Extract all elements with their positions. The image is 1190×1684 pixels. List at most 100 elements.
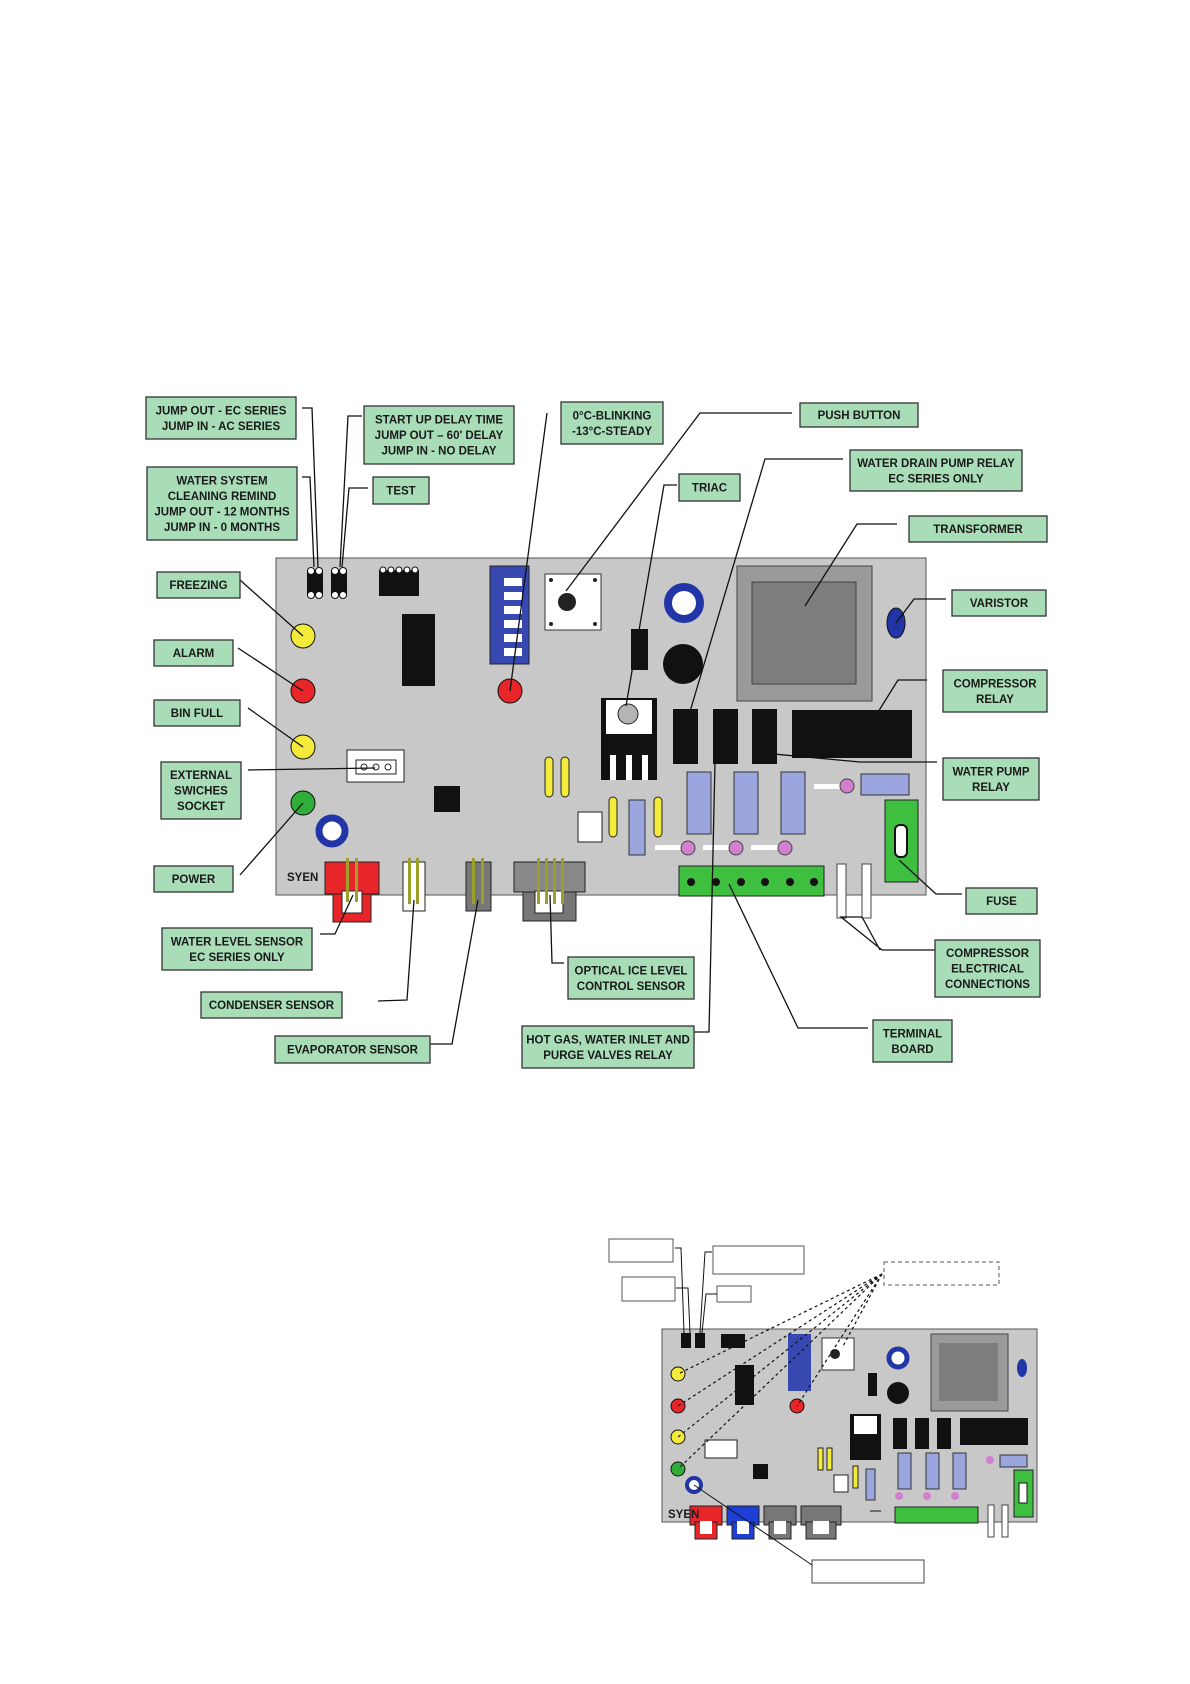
resistors [655,778,855,856]
label-text: JUMP IN - 0 MONTHS [164,522,280,534]
label-fuse: FUSE [965,887,1038,915]
purple-component-left [628,799,646,856]
label-text: JUMP OUT – 60' DELAY [375,430,504,442]
label-text: BIN FULL [171,708,223,720]
label-text: WATER PUMP [952,766,1029,778]
label-text: JUMP OUT - EC SERIES [156,405,287,417]
label-text: CLEANING REMIND [168,491,277,503]
inset-label-box-1 [608,1238,674,1263]
label-text: PURGE VALVES RELAY [543,1050,673,1062]
label-text: RELAY [972,782,1010,794]
condenser-connector [402,858,426,912]
label-jump-ec: JUMP OUT - EC SERIES JUMP IN - AC SERIES [145,396,297,440]
label-bin-full: BIN FULL [153,699,241,727]
blue-ring-bottom [315,814,349,848]
label-compressor-conn: COMPRESSOR ELECTRICAL CONNECTIONS [934,939,1041,998]
compressor-relay [792,710,912,758]
label-text: -13°C-STEADY [572,426,652,438]
evaporator-connector [465,858,492,912]
label-text: CONDENSER SENSOR [209,1000,335,1012]
label-text: SWICHES [174,786,228,798]
compressor-tab-1 [836,863,847,919]
label-text: FREEZING [169,580,227,592]
label-text: EVAPORATOR SENSOR [287,1045,419,1057]
label-text: CONNECTIONS [945,979,1030,991]
label-text: BOARD [891,1044,933,1056]
label-text: JUMP OUT - 12 MONTHS [154,506,290,518]
yellow-component-right [653,796,663,838]
label-compressor-relay: COMPRESSOR RELAY [942,669,1048,713]
label-text: WATER LEVEL SENSOR [171,936,304,948]
label-text: EC SERIES ONLY [888,473,984,485]
label-condenser: CONDENSER SENSOR [200,991,343,1019]
push-button-component [544,573,602,631]
label-text: EXTERNAL [170,770,232,782]
inset-board-brand: SYEN [668,1509,699,1521]
label-text: RELAY [976,694,1014,706]
terminal-board-component [678,865,825,897]
water-level-connector [324,858,380,923]
label-terminal-board: TERMINAL BOARD [872,1019,953,1063]
label-text: TRIAC [692,483,727,495]
label-water-pump-relay: WATER PUMP RELAY [942,757,1040,801]
fuse-component [884,799,919,883]
label-text: SOCKET [177,801,225,813]
transformer-component [736,565,873,702]
label-text: TEST [386,486,415,498]
label-text: ELECTRICAL [951,964,1024,976]
drain-pump-relay [673,709,698,764]
label-push-button: PUSH BUTTON [799,402,919,428]
label-triac: TRIAC [678,473,741,502]
label-text: PUSH BUTTON [818,410,901,422]
purple-relay-2 [733,771,759,835]
label-alarm: ALARM [153,639,234,667]
label-transformer: TRANSFORMER [908,515,1048,543]
leader-lines [237,407,962,1045]
label-text: JUMP IN - NO DELAY [381,446,496,458]
compressor-tab-2 [861,863,872,919]
yellow-component-single [608,796,618,838]
label-drain-pump: WATER DRAIN PUMP RELAY EC SERIES ONLY [849,449,1023,492]
blue-ring-top [664,583,704,623]
hot-gas-relay [713,709,738,764]
label-text: TRANSFORMER [933,524,1023,536]
small-ic [434,786,460,812]
label-startup-delay: START UP DELAY TIME JUMP OUT – 60' DELAY J… [363,405,515,465]
inset-diagram: SYEN [608,1238,1038,1584]
label-water-level: WATER LEVEL SENSOR EC SERIES ONLY [161,927,313,971]
label-text: JUMP IN - AC SERIES [162,421,281,433]
purple-relay-3 [780,771,806,835]
label-text: 0°C-BLINKING [573,410,652,422]
inset-label-box-3 [621,1276,676,1302]
yellow-components-pair [544,756,570,798]
purple-relay-1 [686,771,712,835]
label-text: COMPRESSOR [946,948,1030,960]
label-text: TERMINAL [883,1028,942,1040]
label-text: OPTICAL ICE LEVEL [575,965,688,977]
inset-label-box-dashed [883,1261,1000,1286]
label-text: VARISTOR [970,598,1029,610]
dip-switch [489,565,530,665]
label-text: START UP DELAY TIME [375,415,503,427]
label-text: EC SERIES ONLY [189,952,285,964]
jumper-startup-test [331,567,347,599]
jumper-ec-ac [307,567,323,599]
water-pump-relay [752,709,777,764]
purple-relay-horizontal [860,773,910,796]
label-text: POWER [172,874,216,886]
label-varistor: VARISTOR [951,589,1047,617]
label-text: COMPRESSOR [953,678,1037,690]
optical-connector [513,858,586,922]
inset-label-box-bottom [811,1559,925,1584]
board-brand: SYEN [287,872,318,884]
label-text: ALARM [173,648,215,660]
label-freezing: FREEZING [156,571,241,599]
label-blinking: 0°C-BLINKING -13°C-STEADY [560,401,664,445]
label-text: WATER DRAIN PUMP RELAY [857,458,1015,470]
ic-chip-small [379,566,419,596]
label-text: FUSE [986,896,1017,908]
